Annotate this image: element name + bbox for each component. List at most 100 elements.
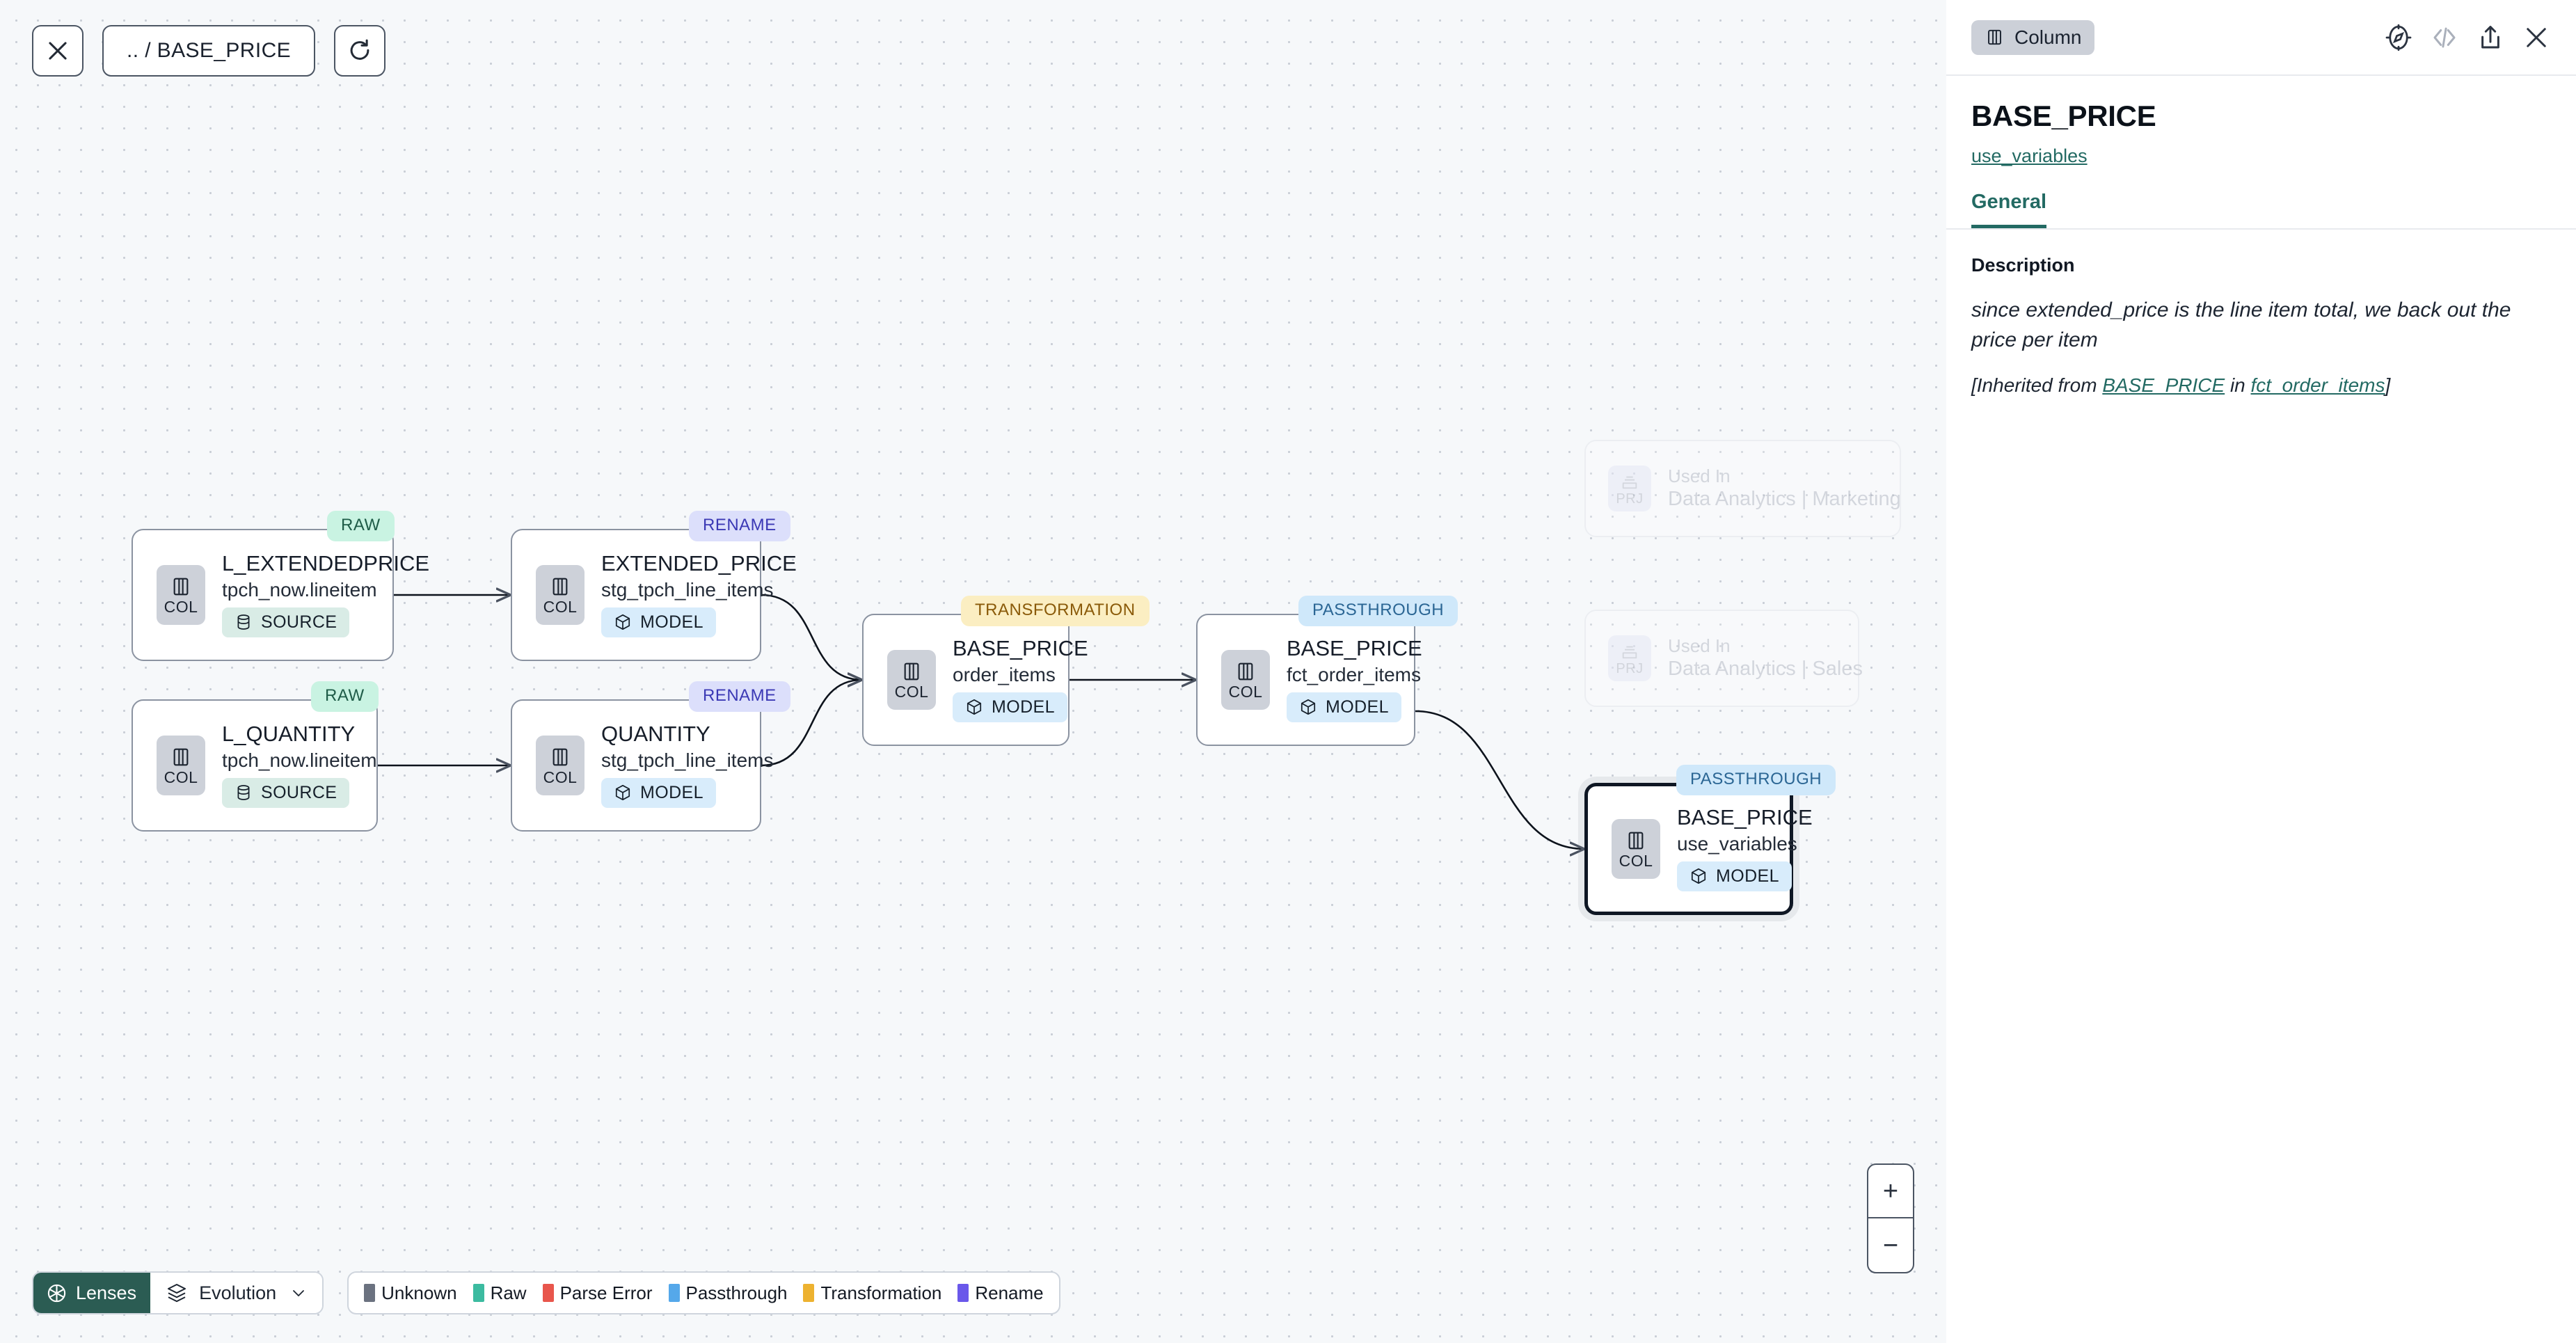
close-panel-icon[interactable]: [2522, 23, 2551, 52]
parent-model-link[interactable]: use_variables: [1971, 145, 2088, 166]
node-kind-label: COL: [1228, 682, 1263, 701]
node-kind-label: COL: [543, 768, 578, 786]
zoom-in-button[interactable]: +: [1868, 1165, 1913, 1218]
node-status-badge-l_extendedprice: RAW: [327, 511, 395, 541]
node-subtitle: use_variables: [1677, 832, 1797, 855]
details-panel-header: Column: [1946, 0, 2576, 76]
breadcrumb-path-button[interactable]: .. / BASE_PRICE: [102, 25, 316, 77]
node-kind-badge: COL: [157, 736, 205, 795]
node-kind-label: PRJ: [1616, 660, 1644, 676]
ghost-project-name: Data Analytics | Sales: [1668, 658, 1863, 681]
column-icon: [1988, 29, 2001, 45]
legend-item-rename[interactable]: Rename: [957, 1282, 1044, 1304]
node-type-chip-label: MODEL: [640, 612, 703, 632]
column-icon: [552, 578, 568, 595]
model-cube-icon: [967, 699, 982, 715]
chevron-down-icon: [293, 1290, 305, 1296]
node-subtitle: stg_tpch_line_items: [601, 578, 774, 601]
legend-swatch: [364, 1284, 376, 1302]
node-type-chip: MODEL: [1677, 861, 1792, 891]
legend-swatch: [803, 1284, 815, 1302]
node-kind-label: COL: [543, 597, 578, 616]
explore-compass-icon[interactable]: [2384, 23, 2413, 52]
legend-swatch: [668, 1284, 680, 1302]
entity-kind-pill[interactable]: Column: [1971, 19, 2095, 55]
legend-item-parse-error[interactable]: Parse Error: [542, 1282, 653, 1304]
canvas-bottom-bar: Lenses Evolution Unknown Raw Parse Error Pa…: [32, 1271, 1060, 1314]
legend-swatch: [472, 1284, 484, 1302]
column-icon: [1238, 662, 1253, 680]
node-subtitle: tpch_now.lineitem: [222, 749, 377, 771]
lineage-canvas[interactable]: .. / BASE_PRICE: [0, 0, 1946, 1343]
node-kind-badge: COL: [536, 736, 585, 795]
ghost-project-name: Data Analytics | Marketing: [1668, 488, 1901, 511]
database-icon: [237, 614, 250, 630]
legend-swatch: [542, 1284, 554, 1302]
legend-label: Rename: [975, 1282, 1044, 1303]
details-panel-heading: BASE_PRICE use_variables: [1946, 76, 2576, 167]
node-subtitle: tpch_now.lineitem: [222, 578, 377, 601]
legend-item-unknown[interactable]: Unknown: [364, 1282, 457, 1304]
node-status-badge-base_price_use_variables: PASSTHROUGH: [1676, 765, 1836, 795]
ghost-used-in-label: Used In: [1668, 635, 1731, 656]
node-type-chip-label: MODEL: [992, 697, 1055, 717]
ghost-node-used-in-sales[interactable]: PRJ Used In Data Analytics | Sales: [1584, 610, 1863, 707]
node-type-chip-label: MODEL: [1326, 697, 1389, 717]
node-type-chip: MODEL: [1287, 692, 1401, 722]
node-status-badge-extended_price: RENAME: [689, 511, 790, 541]
lenses-button[interactable]: Lenses: [33, 1273, 151, 1313]
close-icon: [49, 42, 67, 60]
description-section: Description since extended_price is the …: [1946, 230, 2576, 397]
column-icon: [552, 748, 568, 765]
node-kind-label: PRJ: [1616, 491, 1644, 507]
node-kind-badge: PRJ: [1608, 635, 1651, 681]
node-title: L_QUANTITY: [222, 722, 356, 747]
database-icon: [237, 785, 250, 801]
node-kind-badge: COL: [536, 565, 585, 625]
zoom-out-button[interactable]: −: [1882, 1230, 1899, 1260]
node-kind-badge: COL: [157, 565, 205, 625]
inherited-middle: in: [2225, 374, 2251, 397]
ghost-node-used-in-marketing[interactable]: PRJ Used In Data Analytics | Marketing: [1584, 440, 1901, 537]
details-panel-actions: [2384, 23, 2551, 52]
close-button[interactable]: [32, 25, 84, 77]
legend-item-raw[interactable]: Raw: [472, 1282, 527, 1304]
layers-icon: [168, 1284, 186, 1303]
legend-item-passthrough[interactable]: Passthrough: [668, 1282, 787, 1304]
inherited-column-link[interactable]: BASE_PRICE: [2102, 374, 2225, 397]
model-cube-icon: [615, 614, 630, 630]
legend-label: Transformation: [820, 1282, 942, 1303]
refresh-icon: [350, 39, 369, 60]
inherited-model-link[interactable]: fct_order_items: [2250, 374, 2385, 397]
node-status-badge-l_quantity: RAW: [311, 681, 379, 712]
tab-general[interactable]: General: [1971, 191, 2046, 228]
refresh-button[interactable]: [334, 25, 386, 77]
node-title: BASE_PRICE: [1287, 636, 1422, 661]
legend-label: Parse Error: [559, 1282, 653, 1303]
description-label: Description: [1971, 255, 2075, 276]
zoom-controls: + −: [1867, 1163, 1914, 1273]
node-title: QUANTITY: [601, 722, 710, 747]
share-icon[interactable]: [2476, 23, 2505, 52]
column-icon: [173, 578, 189, 595]
lenses-control-group: Lenses Evolution: [32, 1271, 324, 1314]
ghost-used-in-label: Used In: [1668, 465, 1731, 486]
details-panel-tabs: General: [1946, 191, 2576, 230]
node-title: EXTENDED_PRICE: [601, 551, 797, 576]
code-icon[interactable]: [2430, 23, 2459, 52]
legend-item-transformation[interactable]: Transformation: [803, 1282, 941, 1304]
description-text: since extended_price is the line item to…: [1971, 299, 2511, 351]
evolution-dropdown[interactable]: Evolution: [150, 1273, 323, 1313]
